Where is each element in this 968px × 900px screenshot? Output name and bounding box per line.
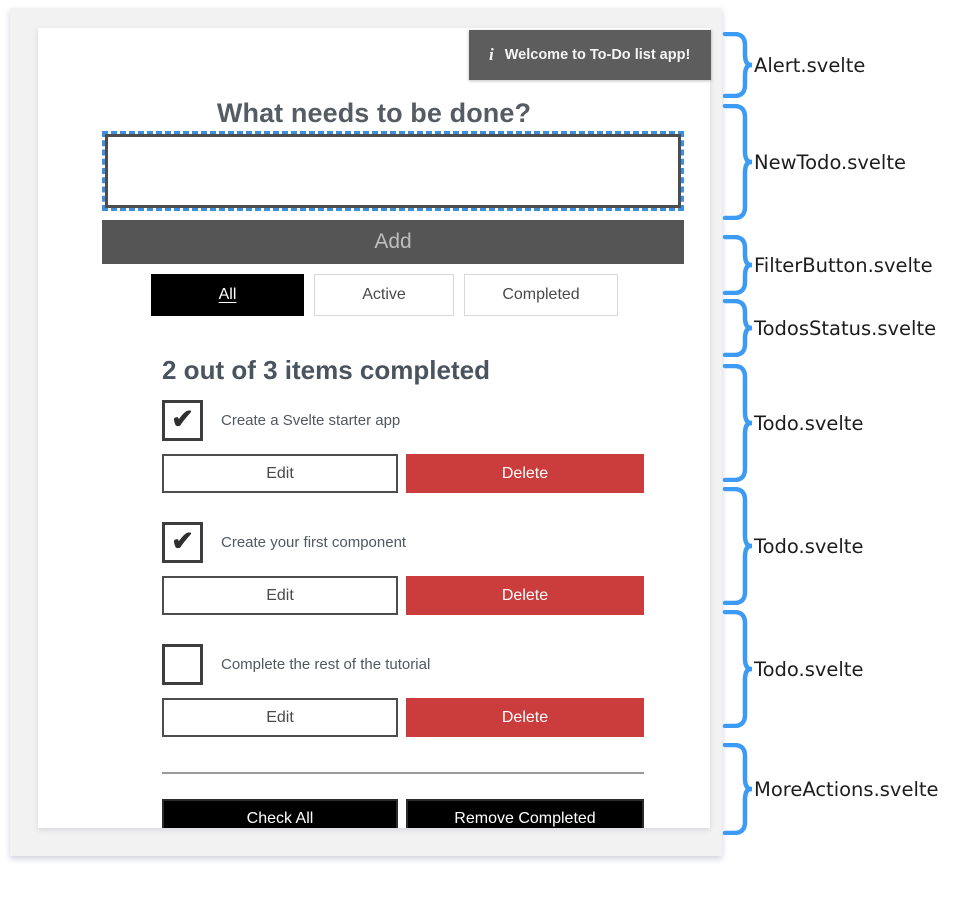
todo-header-3: ✔ Complete the rest of the tutorial xyxy=(162,644,430,685)
todo-item-1: ✔ Create a Svelte starter app Edit Delet… xyxy=(38,390,710,512)
todo-checkbox-2[interactable]: ✔ xyxy=(162,522,203,563)
annotation-3: FilterButton.svelte xyxy=(722,235,933,295)
delete-button-3[interactable]: Delete xyxy=(406,698,644,737)
annotation-label: NewTodo.svelte xyxy=(754,150,906,174)
filter-button-group: All Active Completed xyxy=(151,274,641,316)
edit-button-1[interactable]: Edit xyxy=(162,454,398,493)
alert-message: Welcome to To-Do list app! xyxy=(504,47,691,63)
annotation-label: Todo.svelte xyxy=(754,657,864,681)
annotation-7: Todo.svelte xyxy=(722,610,863,728)
todo-header-1: ✔ Create a Svelte starter app xyxy=(162,400,400,441)
filter-button-active[interactable]: Active xyxy=(314,274,454,316)
annotation-label: FilterButton.svelte xyxy=(754,253,933,277)
check-icon: ✔ xyxy=(171,404,194,434)
alert-toast[interactable]: i Welcome to To-Do list app! xyxy=(469,30,711,80)
todo-item-2: ✔ Create your first component Edit Delet… xyxy=(38,512,710,634)
annotation-label: TodosStatus.svelte xyxy=(754,316,937,340)
check-all-button[interactable]: Check All xyxy=(162,799,398,828)
filter-label-active: Active xyxy=(362,286,406,303)
todo-label-2: Create your first component xyxy=(221,534,407,551)
brace-icon xyxy=(722,235,752,295)
check-icon: ✔ xyxy=(171,526,194,556)
todo-label-1: Create a Svelte starter app xyxy=(221,412,401,429)
more-actions-group: Check All Remove Completed xyxy=(162,799,644,828)
annotation-label: Todo.svelte xyxy=(754,411,864,435)
filter-button-all[interactable]: All xyxy=(151,274,304,316)
filter-button-completed[interactable]: Completed xyxy=(464,274,618,316)
annotation-2: NewTodo.svelte xyxy=(722,104,906,220)
brace-icon xyxy=(722,104,752,220)
annotation-4: TodosStatus.svelte xyxy=(722,299,936,357)
annotation-8: MoreActions.svelte xyxy=(722,743,939,835)
brace-icon xyxy=(722,610,752,728)
brace-icon xyxy=(722,364,752,482)
filter-label-all: All xyxy=(218,286,237,303)
filter-label-completed: Completed xyxy=(502,286,580,303)
todo-list: ✔ Create a Svelte starter app Edit Delet… xyxy=(38,390,710,756)
info-icon: i xyxy=(489,45,494,64)
app-outer-frame: What needs to be done? Add All Active Co… xyxy=(10,8,722,856)
todo-app-card: What needs to be done? Add All Active Co… xyxy=(38,28,710,828)
annotation-5: Todo.svelte xyxy=(722,364,863,482)
section-divider xyxy=(162,772,644,774)
new-todo-input[interactable] xyxy=(102,131,684,211)
add-todo-button[interactable]: Add xyxy=(102,220,684,264)
todo-header-2: ✔ Create your first component xyxy=(162,522,406,563)
annotation-label: Alert.svelte xyxy=(754,53,866,77)
annotation-label: MoreActions.svelte xyxy=(754,777,939,801)
brace-icon xyxy=(722,32,752,98)
annotation-6: Todo.svelte xyxy=(722,487,863,605)
remove-completed-button[interactable]: Remove Completed xyxy=(406,799,644,828)
delete-button-1[interactable]: Delete xyxy=(406,454,644,493)
delete-button-2[interactable]: Delete xyxy=(406,576,644,615)
brace-icon xyxy=(722,487,752,605)
todo-actions-3: Edit Delete xyxy=(162,698,644,737)
new-todo-form xyxy=(102,131,684,211)
annotation-1: Alert.svelte xyxy=(722,32,865,98)
annotation-label: Todo.svelte xyxy=(754,534,864,558)
todo-label-3: Complete the rest of the tutorial xyxy=(221,656,431,673)
todo-checkbox-1[interactable]: ✔ xyxy=(162,400,203,441)
brace-icon xyxy=(722,743,752,835)
todo-actions-2: Edit Delete xyxy=(162,576,644,615)
todos-status-heading: 2 out of 3 items completed xyxy=(162,354,490,385)
edit-button-2[interactable]: Edit xyxy=(162,576,398,615)
brace-icon xyxy=(722,299,752,357)
page-title: What needs to be done? xyxy=(216,98,532,129)
todo-actions-1: Edit Delete xyxy=(162,454,644,493)
todo-checkbox-3[interactable]: ✔ xyxy=(162,644,203,685)
todo-item-3: ✔ Complete the rest of the tutorial Edit… xyxy=(38,634,710,756)
edit-button-3[interactable]: Edit xyxy=(162,698,398,737)
